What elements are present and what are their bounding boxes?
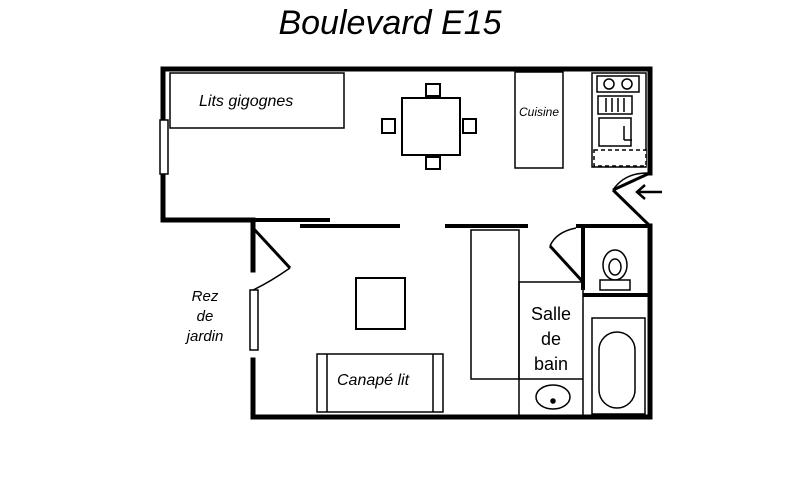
window-upper-left — [159, 119, 169, 175]
dining-table — [381, 83, 477, 170]
kitchen-label: Cuisine — [519, 105, 559, 119]
sofa-bed — [316, 353, 444, 413]
coffee-table — [355, 277, 406, 330]
kitchen-counter — [514, 71, 564, 169]
garden-label-line2: de — [197, 308, 214, 325]
bunk-beds — [169, 72, 345, 129]
bathroom-partition — [518, 281, 584, 418]
sofa-bed-label: Canapé lit — [337, 372, 410, 389]
sink-icon — [535, 384, 571, 410]
bathroom-door — [548, 227, 585, 284]
garden-label-line1: Rez — [192, 288, 219, 305]
plan-title: Boulevard E15 — [278, 4, 502, 42]
bathroom-label-line1: Salle — [531, 304, 571, 324]
garden-label-line3: jardin — [185, 328, 224, 345]
wardrobe — [470, 229, 520, 380]
window-garden — [249, 289, 259, 351]
bathroom-label-line2: de — [541, 329, 561, 349]
bathroom-label-line3: bain — [534, 354, 568, 374]
garden-door — [251, 226, 292, 291]
sink-icon — [597, 95, 633, 147]
kitchenette — [591, 72, 647, 168]
bathtub-icon — [591, 317, 646, 415]
entrance-door — [611, 171, 652, 228]
bunk-beds-label: Lits gigognes — [199, 93, 293, 110]
entrance-arrow-icon — [635, 184, 662, 200]
inner-walls — [253, 218, 650, 297]
stove-icon — [596, 75, 640, 93]
toilet-icon — [599, 249, 631, 291]
